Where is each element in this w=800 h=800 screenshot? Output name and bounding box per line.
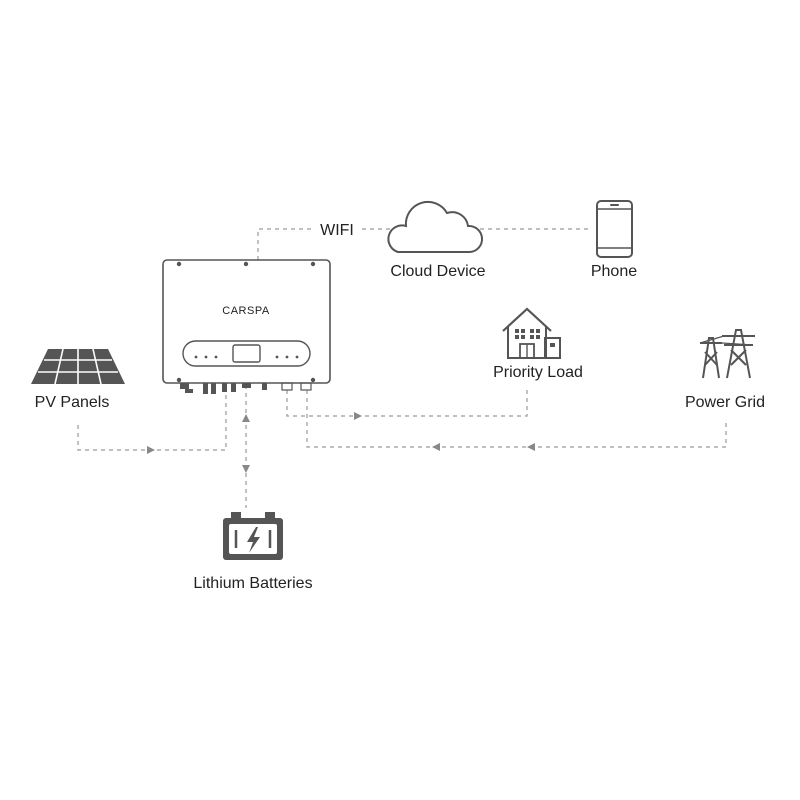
grid-flow-arrow-left [432,443,440,451]
power-tower-icon [699,329,755,379]
grid-link-line [306,390,727,448]
wifi-link-line [257,228,312,260]
pv-flow-arrow [147,446,155,454]
power-grid-label: Power Grid [685,394,765,411]
battery-up-arrow [242,414,250,422]
smartphone-icon [596,200,633,258]
inverter-screen [232,344,261,363]
solar-panel-icon [31,348,125,385]
flow-arrows [147,412,535,473]
wifi-label: WIFI [320,222,354,239]
phone-label: Phone [591,263,637,280]
cloud-icon [387,200,483,253]
load-link-line [286,390,528,417]
pv-panels-label: PV Panels [35,394,110,411]
load-flow-arrow [354,412,362,420]
priority-load-label: Priority Load [493,364,583,381]
lithium-batteries-label: Lithium Batteries [193,575,312,592]
inverter-ports [180,382,312,394]
inverter-brand: CARSPA [222,305,270,317]
cloud-device-label: Cloud Device [390,263,485,280]
grid-flow-arrow-right [527,443,535,451]
lightning-bolt-icon [247,527,260,553]
battery-icon [223,512,283,560]
inverter-icon: CARSPA [162,259,331,394]
house-icon [502,307,561,359]
battery-down-arrow [242,465,250,473]
